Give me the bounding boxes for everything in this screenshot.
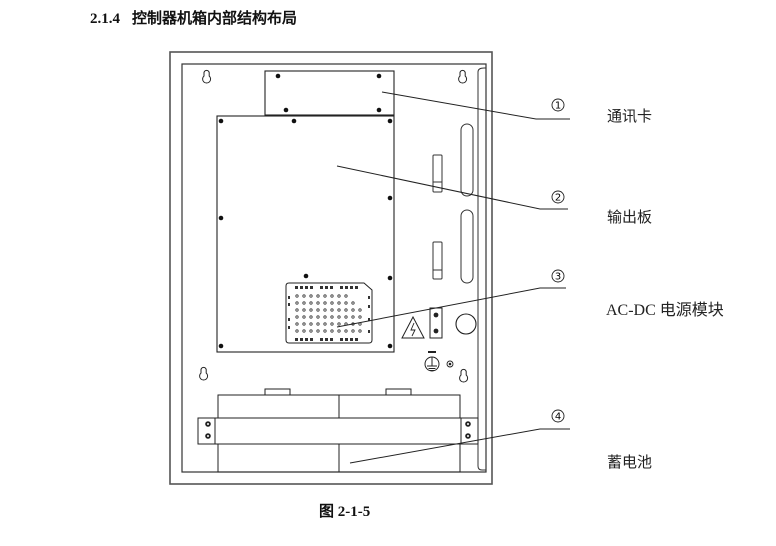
vent-hole — [323, 308, 327, 312]
vent-hole — [337, 308, 341, 312]
leader-line-4 — [349, 428, 570, 464]
keyhole-mount-icon — [202, 69, 212, 84]
vent-hole — [302, 315, 306, 319]
vent-hole — [358, 329, 362, 333]
door-hinge-strip — [477, 67, 487, 471]
section-number: 2.1.4 — [90, 11, 120, 27]
output-board — [216, 115, 395, 353]
section-heading: 2.1.4 控制器机箱内部结构布局 — [90, 7, 297, 28]
vent-hole — [337, 294, 341, 298]
keyhole-mount-icon — [458, 69, 468, 84]
callout-number: 4 — [555, 412, 561, 423]
vent-hole — [351, 315, 355, 319]
vent-hole — [316, 315, 320, 319]
vent-hole — [302, 322, 306, 326]
keyhole-mount-icon — [199, 366, 209, 381]
vent-hole — [295, 329, 299, 333]
vent-hole — [330, 308, 334, 312]
vent-hole — [316, 294, 320, 298]
vent-hole — [316, 329, 320, 333]
vent-hole — [337, 329, 341, 333]
vent-hole — [295, 301, 299, 305]
ground-screw-icon — [446, 360, 454, 368]
callout-marker-1: 1 — [551, 98, 565, 112]
vent-hole — [309, 329, 313, 333]
vent-hole — [302, 329, 306, 333]
screw-dots — [275, 73, 382, 113]
vent-hole — [330, 315, 334, 319]
vent-hole — [323, 322, 327, 326]
vent-hole — [344, 301, 348, 305]
callout-label-acdc-module: AC-DC 电源模块 — [606, 302, 724, 319]
vent-hole — [337, 301, 341, 305]
vent-hole — [316, 308, 320, 312]
vent-slot — [460, 209, 474, 284]
vent-hole — [358, 315, 362, 319]
communication-card — [264, 70, 395, 116]
figure-caption: 图 2-1-5 — [319, 504, 371, 520]
vent-hole — [295, 315, 299, 319]
vent-slot — [460, 123, 474, 197]
leader-line-3 — [336, 287, 566, 328]
callout-number: 1 — [555, 101, 561, 112]
callout-label-communication-card: 通讯卡 — [607, 107, 653, 125]
acdc-power-module — [285, 282, 373, 344]
vent-hole — [295, 294, 299, 298]
vent-hole — [323, 329, 327, 333]
vent-hole — [323, 301, 327, 305]
vent-hole — [330, 329, 334, 333]
vent-hole — [330, 301, 334, 305]
vent-hole — [323, 315, 327, 319]
vent-hole — [337, 322, 341, 326]
high-voltage-warning-icon — [401, 315, 425, 339]
callout-number: 3 — [555, 272, 561, 283]
cabinet-inner-panel — [181, 63, 487, 473]
screw-dots — [218, 118, 393, 349]
vent-hole — [337, 315, 341, 319]
vent-hole — [330, 294, 334, 298]
vent-hole — [351, 329, 355, 333]
vent-hole — [358, 308, 362, 312]
vent-hole — [309, 294, 313, 298]
vent-hole — [323, 294, 327, 298]
vent-hole — [295, 308, 299, 312]
vent-hole — [344, 315, 348, 319]
callout-number: 2 — [555, 193, 561, 204]
cable-clip — [432, 241, 443, 280]
vent-hole — [309, 315, 313, 319]
vent-hole — [351, 301, 355, 305]
vent-hole — [344, 329, 348, 333]
leader-line-1 — [381, 91, 570, 120]
vent-hole — [302, 294, 306, 298]
callout-marker-3: 3 — [551, 269, 565, 283]
vent-hole — [330, 322, 334, 326]
leader-line-2 — [336, 165, 568, 210]
terminal-block — [429, 307, 443, 339]
vent-hole — [344, 294, 348, 298]
vent-hole — [302, 308, 306, 312]
keyhole-mount-icon — [459, 368, 469, 383]
vent-hole — [309, 308, 313, 312]
cabinet-outer-frame — [169, 51, 493, 485]
section-title: 控制器机箱内部结构布局 — [132, 11, 298, 27]
vent-hole — [302, 301, 306, 305]
callout-label-output-board: 输出板 — [607, 208, 653, 226]
vent-hole — [351, 308, 355, 312]
cable-knockout — [455, 313, 477, 335]
cable-clip — [432, 154, 443, 193]
callout-marker-2: 2 — [551, 190, 565, 204]
ground-icon — [424, 351, 440, 372]
vent-hole — [309, 322, 313, 326]
callout-marker-4: 4 — [551, 409, 565, 423]
vent-hole — [316, 301, 320, 305]
battery-bracket — [197, 417, 479, 445]
vent-hole — [295, 322, 299, 326]
vent-hole — [316, 322, 320, 326]
vent-hole — [309, 301, 313, 305]
callout-label-battery: 蓄电池 — [607, 453, 653, 471]
vent-hole — [344, 308, 348, 312]
